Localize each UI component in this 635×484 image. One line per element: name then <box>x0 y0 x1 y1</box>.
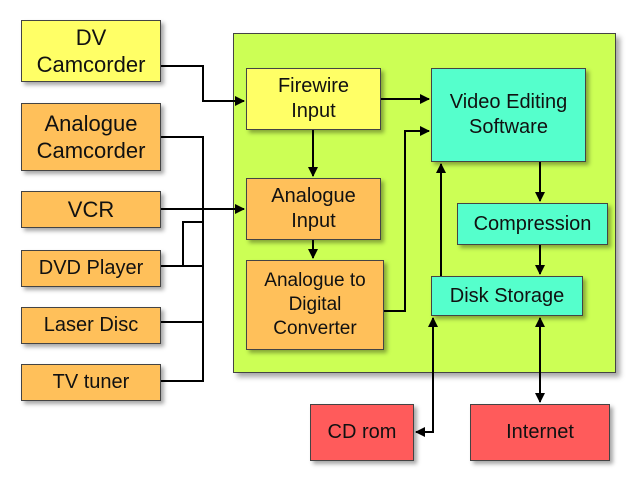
internet-box: Internet <box>470 404 610 461</box>
analogue-camcorder-wire <box>161 136 204 209</box>
cd-rom-label: CD rom <box>327 421 397 443</box>
dv-to-firewire-arrow <box>161 65 245 106</box>
video-editing-box: Video Editing Software <box>431 68 586 162</box>
analogue-camcorder-label: Analogue Camcorder <box>36 111 146 163</box>
dvd-player-box: DVD Player <box>21 250 161 287</box>
analogue-to-digital-box: Analogue to Digital Converter <box>246 260 384 350</box>
tv-tuner-label: TV tuner <box>52 371 130 393</box>
laser-disc-label: Laser Disc <box>43 314 139 336</box>
compression-label: Compression <box>473 212 592 235</box>
dv-camcorder-label: DV Camcorder <box>36 25 146 77</box>
disk-cdrom-arrow <box>415 317 438 437</box>
firewire-input-label: Firewire Input <box>277 75 350 122</box>
analogue-input-label: Analogue Input <box>271 185 356 232</box>
vcr-label: VCR <box>67 197 115 222</box>
firewire-input-box: Firewire Input <box>246 68 381 130</box>
disk-storage-box: Disk Storage <box>431 276 583 316</box>
disk-storage-label: Disk Storage <box>449 284 565 307</box>
tv-tuner-box: TV tuner <box>21 364 161 401</box>
dvd-player-label: DVD Player <box>38 257 144 279</box>
compression-box: Compression <box>457 203 608 245</box>
laser-disc-box: Laser Disc <box>21 307 161 344</box>
vcr-box: VCR <box>21 191 161 228</box>
analogue-input-box: Analogue Input <box>246 178 381 240</box>
video-editing-label: Video Editing Software <box>449 91 568 138</box>
analogue-camcorder-box: Analogue Camcorder <box>21 103 161 171</box>
tv-tuner-wire <box>161 209 204 382</box>
internet-label: Internet <box>506 421 574 443</box>
dv-camcorder-box: DV Camcorder <box>21 20 161 82</box>
converter-to-editing-arrow <box>384 126 430 312</box>
analogue-to-digital-label: Analogue to Digital Converter <box>264 270 366 339</box>
cd-rom-box: CD rom <box>310 404 414 461</box>
